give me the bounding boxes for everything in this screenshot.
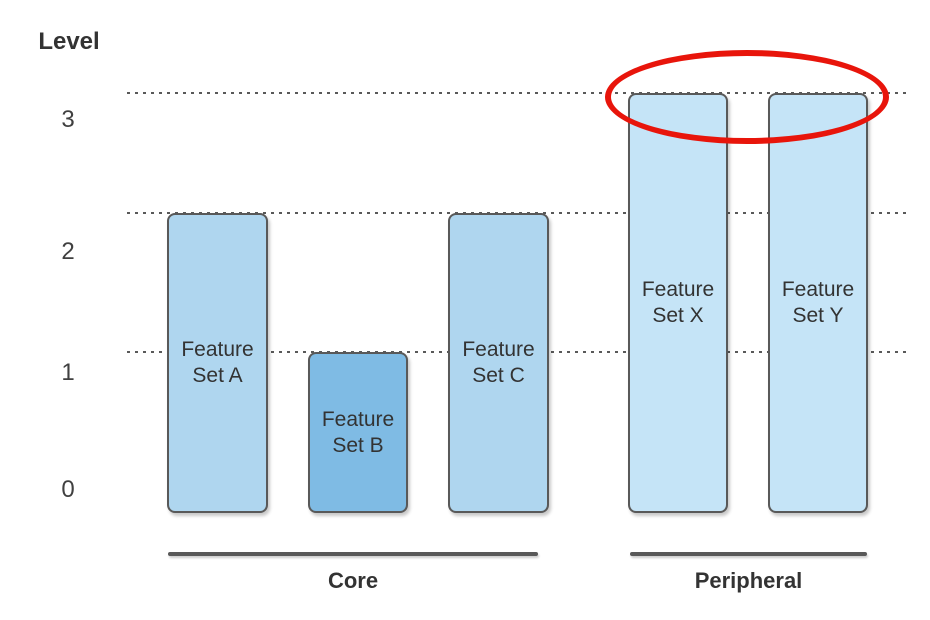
- bar-label-line2: Set Y: [792, 304, 844, 327]
- y-tick-0: 0: [61, 476, 75, 503]
- peripheral-group-underline: [630, 552, 867, 556]
- bar-label-line2: Set C: [472, 364, 525, 387]
- bar-label-feature-set-b: Feature Set B: [322, 407, 394, 459]
- bar-label-line1: Feature: [641, 278, 715, 301]
- y-axis-title: Level: [38, 28, 100, 55]
- bar-label-line1: Feature: [321, 407, 395, 431]
- bar-label-line1: Feature: [181, 338, 254, 361]
- bar-feature-set-a: Feature Set A: [167, 213, 268, 513]
- bar-label-line2: Set A: [192, 364, 243, 387]
- core-group-underline: [168, 552, 538, 556]
- bar-feature-set-y: Feature Set Y: [768, 93, 868, 513]
- bar-feature-set-c: Feature Set C: [448, 213, 549, 513]
- y-tick-1: 1: [61, 359, 75, 386]
- bar-feature-set-b: Feature Set B: [308, 352, 408, 513]
- core-group-label: Core: [327, 568, 379, 593]
- bar-label-line1: Feature: [462, 338, 535, 361]
- bar-feature-set-x: Feature Set X: [628, 93, 728, 513]
- bar-label-line2: Set B: [332, 433, 384, 457]
- bar-label-feature-set-a: Feature Set A: [181, 337, 253, 389]
- bar-label-feature-set-c: Feature Set C: [462, 337, 534, 389]
- bar-label-line2: Set X: [652, 304, 704, 327]
- gridline-level-3: [127, 92, 907, 94]
- bar-label-line1: Feature: [781, 278, 855, 301]
- y-tick-2: 2: [61, 238, 75, 265]
- bar-label-feature-set-y: Feature Set Y: [782, 277, 854, 329]
- red-highlight-ellipse: [605, 50, 889, 144]
- peripheral-group-label: Peripheral: [694, 568, 803, 593]
- y-tick-3: 3: [61, 106, 75, 133]
- bar-label-feature-set-x: Feature Set X: [642, 277, 714, 329]
